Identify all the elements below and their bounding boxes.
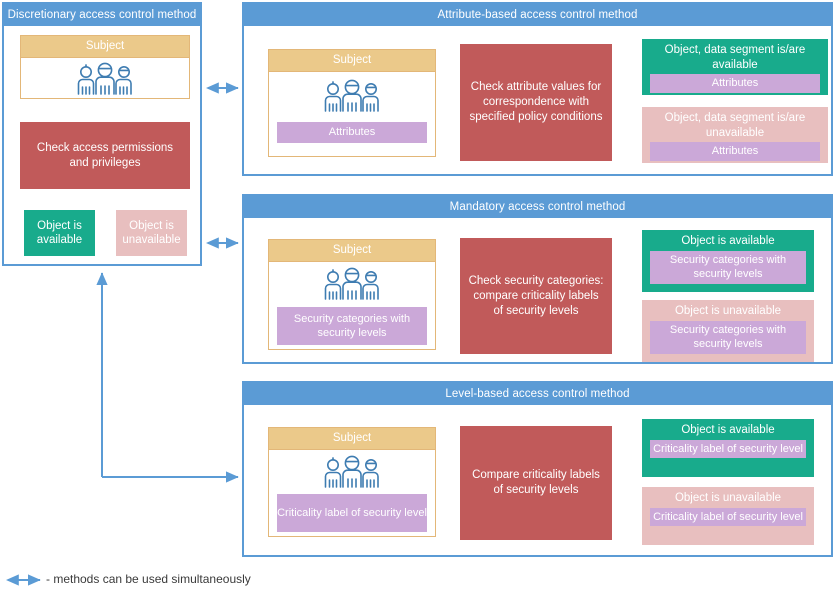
attribute-subject-card: Subject Attributes bbox=[268, 49, 436, 157]
mandatory-subject-card: Subject Security c bbox=[268, 239, 436, 350]
people-group-icon bbox=[320, 266, 384, 307]
people-group-icon bbox=[320, 78, 384, 119]
mandatory-subject-body: Security categories with security levels bbox=[269, 262, 435, 349]
panel-level-based[interactable]: Level-based access control method Subjec… bbox=[242, 381, 833, 557]
attribute-result-available: Object, data segment is/are available At… bbox=[642, 39, 828, 95]
discretionary-subject-body bbox=[21, 58, 189, 98]
panel-mandatory-title: Mandatory access control method bbox=[244, 196, 831, 218]
people-group-icon bbox=[73, 61, 137, 102]
levelbased-subject-card: Subject Criticalit bbox=[268, 427, 436, 537]
mandatory-result-unavailable-title: Object is unavailable bbox=[674, 305, 782, 317]
panel-mandatory[interactable]: Mandatory access control method Subject bbox=[242, 194, 833, 364]
mandatory-result-available-tag: Security categories with security levels bbox=[650, 250, 806, 284]
attribute-subject-body: Attributes bbox=[269, 72, 435, 156]
mandatory-result-unavailable-tag: Security categories with security levels bbox=[650, 320, 806, 354]
levelbased-result-available-title: Object is available bbox=[681, 424, 775, 436]
discretionary-subject-label: Subject bbox=[21, 36, 189, 58]
panel-level-based-title: Level-based access control method bbox=[244, 383, 831, 405]
attribute-subject-label: Subject bbox=[269, 50, 435, 72]
panel-attribute-based-title: Attribute-based access control method bbox=[244, 4, 831, 26]
mandatory-subject-label: Subject bbox=[269, 240, 435, 262]
levelbased-process: Compare criticality labels of security l… bbox=[460, 426, 612, 540]
levelbased-subject-body: Criticality label of security level bbox=[269, 450, 435, 536]
attribute-result-unavailable-tag: Attributes bbox=[650, 142, 820, 161]
levelbased-result-unavailable: Object is unavailable Criticality label … bbox=[642, 487, 814, 545]
attribute-result-unavailable-title: Object, data segment is/are unavailable bbox=[664, 112, 806, 139]
levelbased-result-available: Object is available Criticality label of… bbox=[642, 419, 814, 477]
mandatory-result-available: Object is available Security categories … bbox=[642, 230, 814, 292]
attribute-process: Check attribute values for correspondenc… bbox=[460, 44, 612, 161]
attribute-result-available-tag: Attributes bbox=[650, 74, 820, 93]
people-group-icon bbox=[320, 454, 384, 495]
attribute-result-available-title: Object, data segment is/are available bbox=[664, 44, 806, 71]
levelbased-subject-tag: Criticality label of security level bbox=[277, 494, 427, 532]
levelbased-result-available-tag: Criticality label of security level bbox=[650, 439, 806, 458]
panel-attribute-based[interactable]: Attribute-based access control method Su… bbox=[242, 2, 833, 176]
mandatory-process: Check security categories: compare criti… bbox=[460, 238, 612, 354]
attribute-subject-tag: Attributes bbox=[277, 122, 427, 143]
panel-discretionary-title: Discretionary access control method bbox=[4, 4, 200, 26]
panel-discretionary[interactable]: Discretionary access control method Subj… bbox=[2, 2, 202, 266]
discretionary-subject-card: Subject bbox=[20, 35, 190, 99]
legend-label: - methods can be used simultaneously bbox=[46, 572, 251, 586]
levelbased-subject-label: Subject bbox=[269, 428, 435, 450]
attribute-result-unavailable: Object, data segment is/are unavailable … bbox=[642, 107, 828, 163]
discretionary-result-unavailable: Object is unavailable bbox=[116, 210, 187, 256]
levelbased-result-unavailable-title: Object is unavailable bbox=[674, 492, 782, 504]
mandatory-subject-tag: Security categories with security levels bbox=[277, 307, 427, 345]
levelbased-result-unavailable-tag: Criticality label of security level bbox=[650, 507, 806, 526]
mandatory-result-unavailable: Object is unavailable Security categorie… bbox=[642, 300, 814, 362]
discretionary-process: Check access permissions and privileges bbox=[20, 122, 190, 189]
mandatory-result-available-title: Object is available bbox=[681, 235, 775, 247]
discretionary-result-available: Object is available bbox=[24, 210, 95, 256]
